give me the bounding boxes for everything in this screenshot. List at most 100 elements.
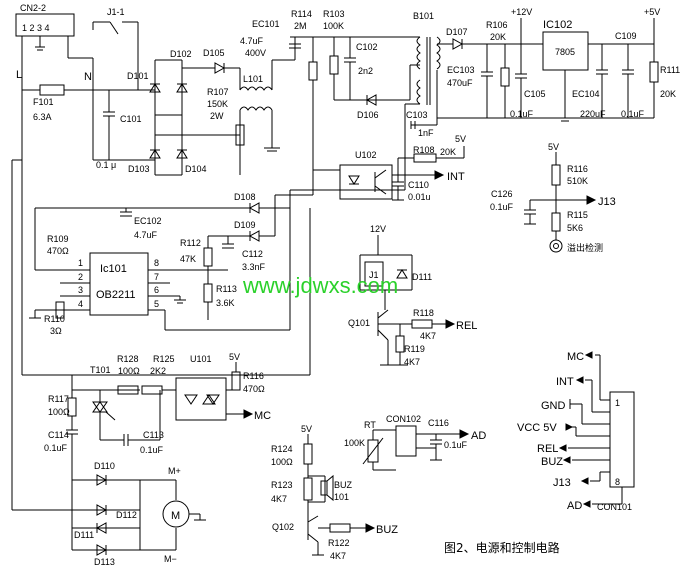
capacitor-c103: C103 1nF bbox=[406, 110, 438, 138]
svg-text:7: 7 bbox=[154, 272, 159, 282]
svg-text:M: M bbox=[171, 510, 180, 522]
svg-text:470uF: 470uF bbox=[447, 78, 473, 88]
bridge-rectifier: D101 D102 D103 D104 bbox=[127, 49, 240, 176]
resistor-r112: R112 47K bbox=[180, 235, 228, 284]
svg-text:150K: 150K bbox=[207, 99, 228, 109]
svg-text:REL: REL bbox=[537, 443, 558, 455]
svg-text:C114: C114 bbox=[48, 430, 69, 440]
svg-text:1nF: 1nF bbox=[418, 128, 434, 138]
svg-text:D102: D102 bbox=[170, 49, 192, 59]
svg-text:R113: R113 bbox=[216, 284, 237, 294]
svg-text:J1-1: J1-1 bbox=[107, 7, 125, 17]
svg-text:4: 4 bbox=[78, 299, 83, 309]
diode-d105: D105 bbox=[182, 48, 240, 74]
capacitor-c112: C112 3.3nF bbox=[222, 236, 266, 272]
capacitor-c105: C105 0.1uF bbox=[510, 44, 546, 119]
svg-text:R123: R123 bbox=[271, 480, 293, 490]
svg-text:D105: D105 bbox=[203, 48, 225, 58]
cn2-2-pins: 1 2 3 4 bbox=[22, 23, 50, 33]
svg-text:D111: D111 bbox=[74, 530, 94, 540]
connector-con102: CON102 AD bbox=[386, 414, 486, 457]
svg-text:C116: C116 bbox=[428, 418, 449, 428]
svg-text:Ic101: Ic101 bbox=[100, 263, 127, 275]
svg-text:R116: R116 bbox=[567, 164, 588, 174]
svg-text:101: 101 bbox=[334, 492, 349, 502]
svg-text:0.01u: 0.01u bbox=[408, 192, 431, 202]
svg-text:6: 6 bbox=[154, 285, 159, 295]
svg-text:4K7: 4K7 bbox=[420, 331, 436, 341]
diode-d106: D106 bbox=[357, 94, 379, 120]
capacitor-c113: C113 0.1uF bbox=[100, 390, 164, 455]
svg-text:0.1uF: 0.1uF bbox=[444, 440, 468, 450]
rail-12v: +12V bbox=[511, 7, 532, 44]
svg-text:20K: 20K bbox=[490, 32, 506, 42]
svg-text:AD: AD bbox=[567, 500, 582, 512]
svg-text:D101: D101 bbox=[127, 71, 149, 81]
svg-text:J13: J13 bbox=[553, 477, 571, 489]
watermark: www.jdwxs.com bbox=[242, 273, 398, 298]
svg-text:47K: 47K bbox=[180, 254, 196, 264]
svg-text:5V: 5V bbox=[301, 424, 312, 434]
j13-output: J13 bbox=[598, 196, 616, 208]
svg-text:3.3nF: 3.3nF bbox=[242, 262, 266, 272]
svg-text:2M: 2M bbox=[294, 21, 307, 31]
svg-text:MC: MC bbox=[567, 351, 584, 363]
svg-text:100Ω: 100Ω bbox=[48, 407, 70, 417]
cn2-2-label: CN2-2 bbox=[20, 3, 46, 13]
thermistor-rt: RT 100K bbox=[344, 420, 396, 471]
svg-text:R124: R124 bbox=[271, 444, 293, 454]
svg-text:CON101: CON101 bbox=[597, 502, 632, 512]
svg-text:C112: C112 bbox=[242, 249, 263, 259]
connector-cn2-2: CN2-2 1 2 3 4 bbox=[15, 3, 94, 160]
svg-text:0.1uF: 0.1uF bbox=[490, 202, 514, 212]
svg-text:2n2: 2n2 bbox=[358, 66, 373, 76]
motor-m: M bbox=[162, 500, 206, 528]
svg-text:3: 3 bbox=[78, 285, 83, 295]
svg-text:D106: D106 bbox=[357, 110, 379, 120]
svg-text:8: 8 bbox=[615, 477, 620, 487]
svg-text:R106: R106 bbox=[486, 20, 508, 30]
ad-output: AD bbox=[471, 430, 486, 442]
svg-text:R114: R114 bbox=[291, 9, 312, 19]
svg-text:R107: R107 bbox=[207, 87, 229, 97]
svg-text:R110: R110 bbox=[44, 314, 65, 324]
svg-text:R122: R122 bbox=[328, 538, 350, 548]
svg-text:OB2211: OB2211 bbox=[96, 289, 136, 301]
svg-text:R108: R108 bbox=[413, 145, 435, 155]
controller-ic101: Ic101 OB2211 1 2 3 4 8 7 6 5 bbox=[60, 252, 228, 330]
svg-text:C101: C101 bbox=[120, 114, 142, 124]
svg-text:5: 5 bbox=[154, 299, 159, 309]
optocoupler-u102: U102 bbox=[339, 150, 393, 200]
svg-text:C105: C105 bbox=[524, 89, 546, 99]
svg-text:J1: J1 bbox=[369, 270, 379, 280]
svg-text:R117: R117 bbox=[48, 394, 69, 404]
figure-caption: 图2、电源和控制电路 bbox=[444, 540, 560, 555]
svg-text:8: 8 bbox=[154, 258, 159, 268]
live-label: L bbox=[16, 69, 22, 81]
svg-text:D104: D104 bbox=[185, 164, 207, 174]
resistor-r114: R114 2M bbox=[291, 9, 318, 195]
svg-text:Q101: Q101 bbox=[348, 318, 370, 328]
capacitor-ec101: EC101 4.7uF 400V bbox=[240, 19, 301, 61]
svg-text:EC103: EC103 bbox=[447, 65, 475, 75]
resistor-r128: R128 100Ω bbox=[117, 354, 140, 395]
svg-text:R109: R109 bbox=[47, 234, 69, 244]
svg-text:3Ω: 3Ω bbox=[50, 326, 62, 336]
svg-text:EC102: EC102 bbox=[134, 216, 162, 226]
relay-contact-j1-1: J1-1 bbox=[92, 7, 139, 90]
svg-text:CON102: CON102 bbox=[386, 414, 421, 424]
svg-text:510K: 510K bbox=[567, 176, 588, 186]
svg-text:R115: R115 bbox=[567, 210, 588, 220]
svg-text:D108: D108 bbox=[234, 192, 256, 202]
svg-text:L101: L101 bbox=[243, 74, 263, 84]
transformer-b101: B101 bbox=[409, 11, 441, 105]
svg-text:Q102: Q102 bbox=[272, 522, 294, 532]
svg-text:M+: M+ bbox=[168, 466, 181, 476]
svg-text:R112: R112 bbox=[180, 238, 201, 248]
svg-text:BUZ: BUZ bbox=[541, 456, 563, 468]
svg-text:1: 1 bbox=[78, 258, 83, 268]
resistor-r117: R117 100Ω bbox=[48, 375, 77, 430]
svg-text:C126: C126 bbox=[491, 189, 513, 199]
svg-text:4K7: 4K7 bbox=[330, 551, 346, 561]
